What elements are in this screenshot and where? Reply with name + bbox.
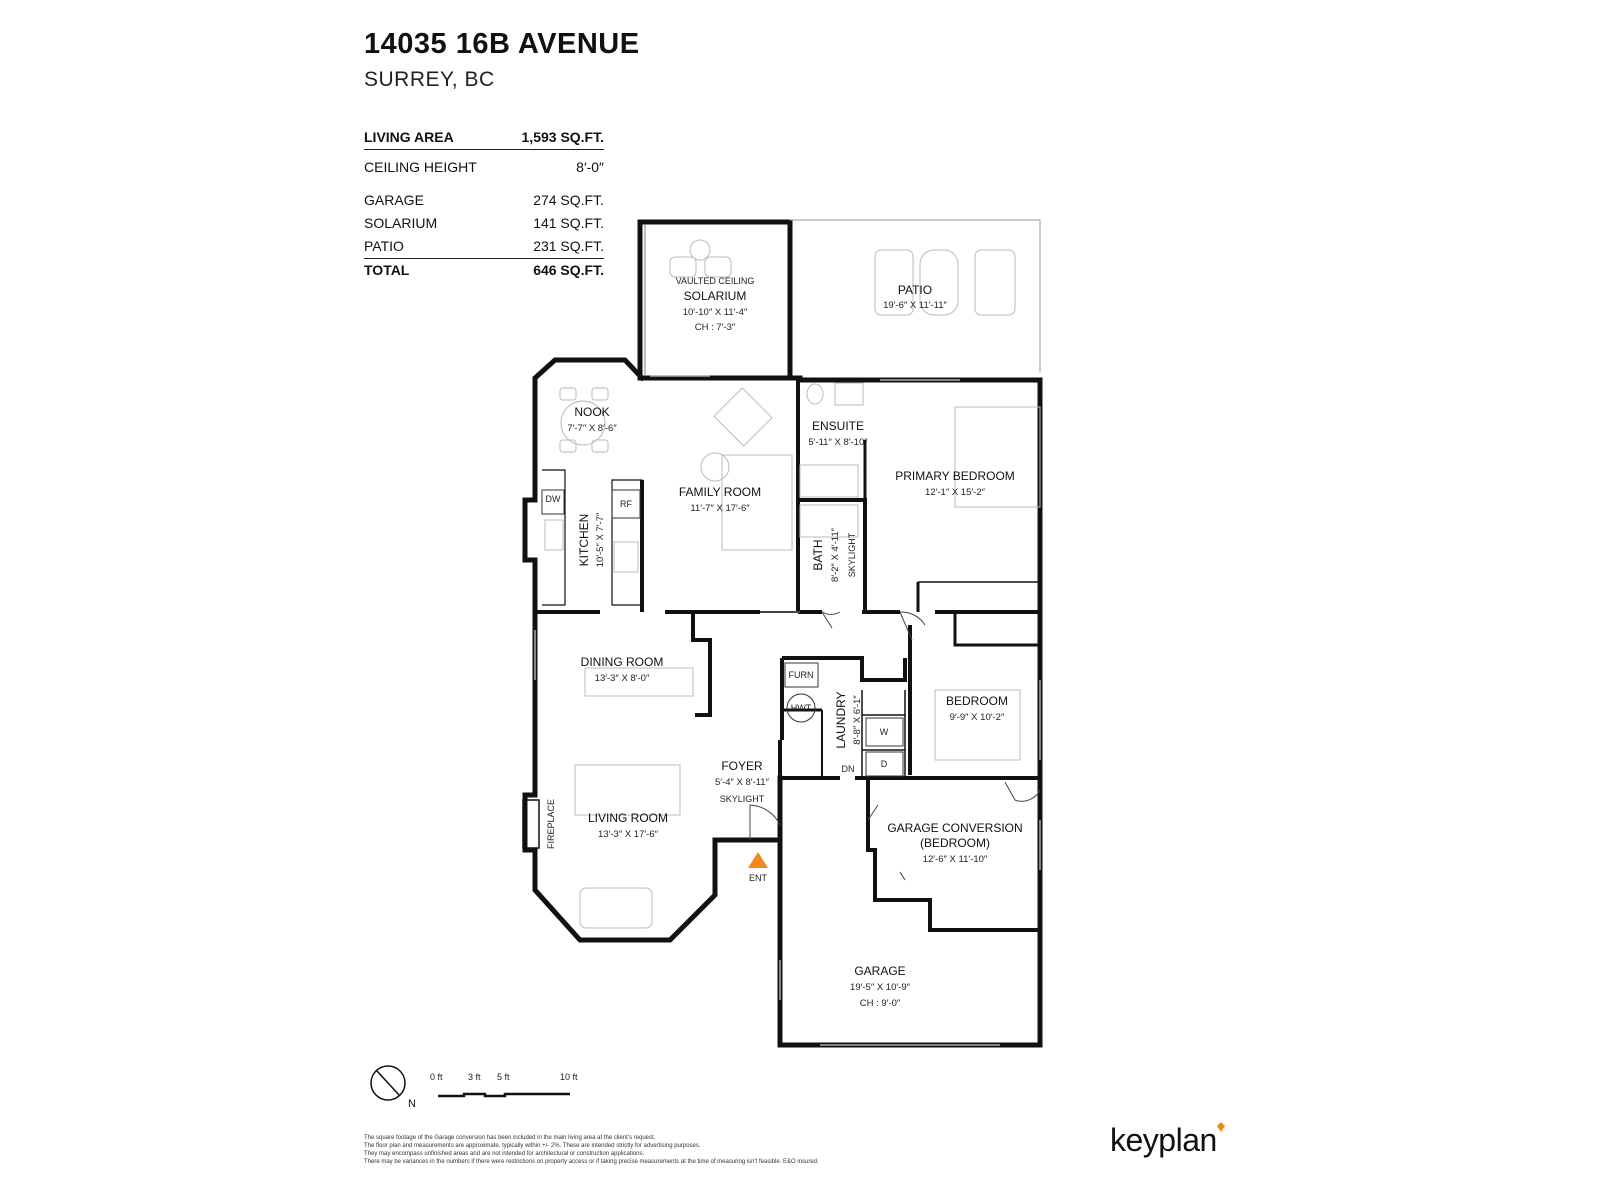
living-area-value: 1,593 SQ.FT. <box>521 129 604 145</box>
refrigerator-label: RF <box>620 499 632 509</box>
solarium-row: SOLARIUM 141 SQ.FT. <box>364 212 604 235</box>
windows <box>534 225 1041 1046</box>
appliances <box>541 489 904 777</box>
foyer-dim: 5′-4″ X 8′-11″ <box>715 777 770 788</box>
garage-row: GARAGE 274 SQ.FT. <box>364 189 604 212</box>
garage-conversion-name: GARAGE CONVERSION <box>887 821 1022 835</box>
room-labels: VAULTED CEILING SOLARIUM 10′-10″ X 11′-4… <box>546 276 1023 1009</box>
laundry-name: LAUNDRY <box>834 691 848 748</box>
furniture <box>544 239 1041 929</box>
scale-bar <box>438 1092 570 1098</box>
foyer-name: FOYER <box>721 759 763 773</box>
bedroom-name: BEDROOM <box>946 694 1008 708</box>
garage-name: GARAGE <box>854 964 905 978</box>
interior-walls <box>535 300 1040 840</box>
ceiling-height-value: 8′-0″ <box>576 159 604 175</box>
bath-dim: 8′-2″ X 4′-11″ <box>830 527 841 582</box>
area-summary-table: LIVING AREA 1,593 SQ.FT. CEILING HEIGHT … <box>364 126 604 282</box>
disclaimer-line: The floor plan and measurements are appr… <box>364 1143 701 1149</box>
disclaimer: The square footage of the Garage convers… <box>364 1134 984 1166</box>
ceiling-height-row: CEILING HEIGHT 8′-0″ <box>364 156 604 179</box>
ceiling-height-label: CEILING HEIGHT <box>364 159 477 175</box>
patio-row: PATIO 231 SQ.FT. <box>364 235 604 259</box>
living-area-label: LIVING AREA <box>364 129 454 145</box>
patio-label: PATIO <box>364 238 404 254</box>
patio-dim: 19′-6″ X 11′-11″ <box>883 300 947 311</box>
bath-skylight: SKYLIGHT <box>847 532 857 577</box>
solarium-name: SOLARIUM <box>684 289 747 303</box>
fireplace-label: FIREPLACE <box>546 799 556 849</box>
solarium-label: SOLARIUM <box>364 215 438 231</box>
garage-value: 274 SQ.FT. <box>533 192 604 208</box>
nook-dim: 7′-7″ X 8′-6″ <box>567 423 617 434</box>
keyplan-logo: keyplan <box>1110 1122 1217 1158</box>
furnace-label: FURN <box>789 670 814 680</box>
foyer-skylight: SKYLIGHT <box>720 794 765 804</box>
entry-triangle-icon <box>748 852 768 868</box>
hot-water-tank-label: HWT <box>791 703 812 713</box>
total-label: TOTAL <box>364 262 410 278</box>
property-address: 14035 16B AVENUE <box>364 28 640 60</box>
doors <box>749 611 1041 881</box>
total-value: 646 SQ.FT. <box>533 262 604 278</box>
scale-5ft: 5 ft <box>497 1072 510 1082</box>
stairs-down-label: DN <box>842 764 855 774</box>
scale-3ft: 3 ft <box>468 1072 481 1082</box>
living-room-dim: 13′-3″ X 17′-6″ <box>598 829 659 840</box>
north-label: N <box>408 1098 416 1110</box>
solarium-ch: CH : 7′-3″ <box>695 322 736 333</box>
washer-label: W <box>880 727 889 737</box>
property-city: SURREY, BC <box>364 68 495 91</box>
entry-label: ENT <box>749 873 768 883</box>
family-room-name: FAMILY ROOM <box>679 485 761 499</box>
scale-10ft: 10 ft <box>560 1072 578 1082</box>
kitchen-name: KITCHEN <box>577 514 591 567</box>
dryer-label: D <box>881 759 888 769</box>
primary-bedroom-dim: 12′-1″ X 15′-2″ <box>925 487 986 498</box>
bedroom-dim: 9′-9″ X 10′-2″ <box>950 712 1005 723</box>
fireplace-box <box>522 799 540 849</box>
solarium-value: 141 SQ.FT. <box>533 215 604 231</box>
living-area-row: LIVING AREA 1,593 SQ.FT. <box>364 126 604 150</box>
garage-conversion-dim: 12′-6″ X 11′-10″ <box>923 854 988 865</box>
patio-name: PATIO <box>898 283 932 297</box>
nook-name: NOOK <box>574 405 609 419</box>
ensuite-name: ENSUITE <box>812 419 864 433</box>
dishwasher-label: DW <box>546 494 561 504</box>
logo-flame-icon <box>1217 1122 1225 1132</box>
solarium-note: VAULTED CEILING <box>676 276 755 286</box>
bath-name: BATH <box>811 539 825 570</box>
ensuite-dim: 5′-11″ X 8′-10″ <box>808 437 868 448</box>
garage-ch: CH : 9′-0″ <box>860 998 901 1009</box>
scale-0ft: 0 ft <box>430 1072 443 1082</box>
exterior-walls <box>522 219 1043 1048</box>
dining-room-dim: 13′-3″ X 8′-0″ <box>595 673 650 684</box>
garage-conversion-sub: (BEDROOM) <box>920 836 990 850</box>
total-row: TOTAL 646 SQ.FT. <box>364 259 604 282</box>
kitchen-dim: 10′-5″ X 7′-7″ <box>595 512 606 567</box>
laundry-dim: 8′-8″ X 6′-1″ <box>852 695 863 745</box>
dining-room-name: DINING ROOM <box>581 655 664 669</box>
garage-label: GARAGE <box>364 192 424 208</box>
disclaimer-line: There may be variances in the numbers if… <box>364 1159 819 1165</box>
family-room-dim: 11′-7″ X 17′-6″ <box>690 503 750 514</box>
living-room-name: LIVING ROOM <box>588 811 668 825</box>
disclaimer-line: The square footage of the Garage convers… <box>364 1135 656 1141</box>
solarium-dim: 10′-10″ X 11′-4″ <box>683 307 748 318</box>
patio-value: 231 SQ.FT. <box>533 238 604 254</box>
disclaimer-line: They may encompass unfinished areas and … <box>364 1151 645 1157</box>
primary-bedroom-name: PRIMARY BEDROOM <box>895 469 1015 483</box>
garage-dim: 19′-5″ X 10′-9″ <box>850 982 911 993</box>
north-arrow-icon <box>370 1065 406 1101</box>
